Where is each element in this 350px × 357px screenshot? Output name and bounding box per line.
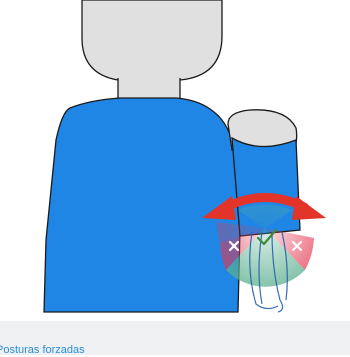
caption-link[interactable]: Posturas forzadas xyxy=(0,344,85,357)
head xyxy=(82,0,222,80)
torso xyxy=(44,98,240,312)
posture-illustration xyxy=(0,0,350,335)
neck xyxy=(118,78,180,100)
